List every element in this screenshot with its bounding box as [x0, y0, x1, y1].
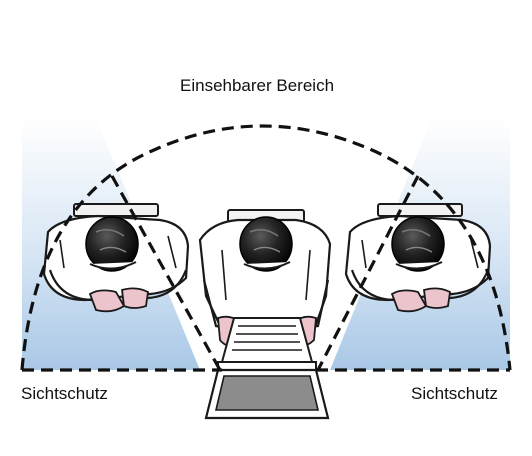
privacy-screen-left-label: Sichtschutz	[21, 384, 108, 403]
privacy-screen-right-label: Sichtschutz	[411, 384, 498, 403]
visible-area-label: Einsehbarer Bereich	[180, 76, 335, 95]
laptop-icon	[204, 317, 330, 420]
right-person-icon	[344, 203, 492, 313]
left-person-icon	[42, 203, 190, 313]
viewing-angle-boundary	[20, 124, 512, 372]
